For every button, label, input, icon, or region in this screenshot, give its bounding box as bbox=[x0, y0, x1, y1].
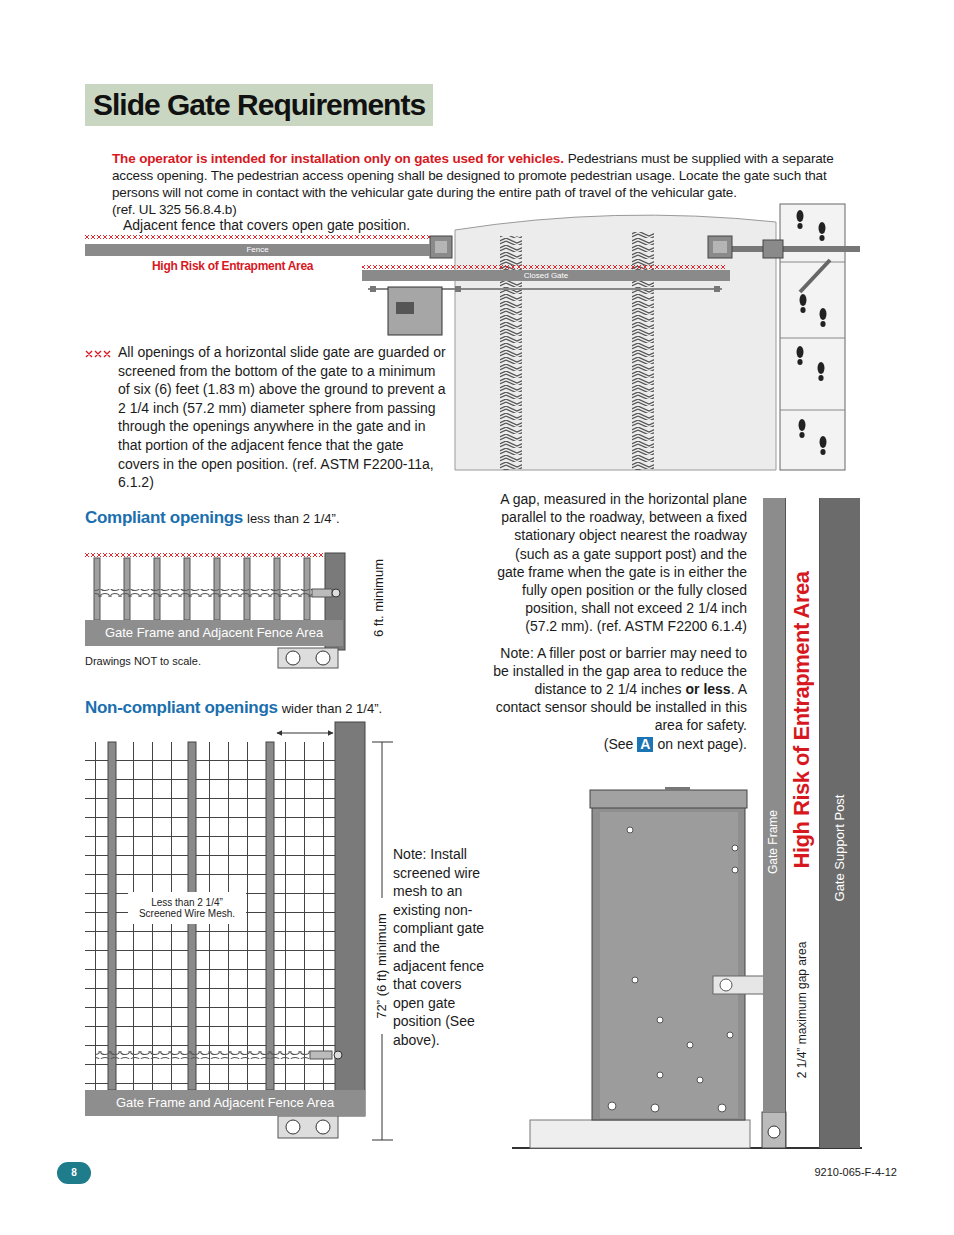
node-text: Gate Support Post bbox=[833, 795, 847, 902]
node-text: Fence bbox=[246, 245, 268, 254]
heading-text: Non-compliant openings bbox=[85, 698, 278, 717]
node-text: Gate Frame bbox=[767, 810, 780, 874]
dimension-label: 72” (6 ft) minimum bbox=[374, 909, 389, 1022]
see-text: on next page). bbox=[657, 736, 747, 752]
dimension-label: 2 1/4” maximum gap area bbox=[795, 942, 809, 1079]
reference: (ref. UL 325 56.8.4.b) bbox=[112, 201, 877, 218]
dimension-label: 6 ft. minimum bbox=[371, 559, 386, 637]
see-ref: (SeeAon next page). bbox=[490, 735, 747, 753]
note: Note: Install screened wire mesh to an e… bbox=[393, 845, 493, 1050]
node-text: Gate Frame and Adjacent Fence Area bbox=[105, 626, 323, 641]
heading-note: less than 2 1/4”. bbox=[247, 511, 340, 526]
heading-text: Compliant openings bbox=[85, 508, 243, 527]
see-text: (See bbox=[604, 736, 634, 752]
gap-text: A gap, measured in the horizontal plane … bbox=[490, 490, 747, 753]
risk-label: High Risk of Entrapment Area bbox=[152, 259, 313, 273]
title: Slide Gate Requirements bbox=[93, 88, 425, 122]
frame-band: Gate Frame and Adjacent Fence Area bbox=[85, 620, 343, 646]
gate-bar: Closed Gate bbox=[362, 270, 730, 281]
node-text: Less than 2 1/4” Screened Wire Mesh. bbox=[131, 897, 243, 920]
ref-badge: A bbox=[637, 737, 653, 752]
support-post: Gate Support Post bbox=[820, 498, 860, 1148]
mesh-label-box: Less than 2 1/4” Screened Wire Mesh. bbox=[128, 892, 246, 924]
legend-swatch bbox=[85, 349, 115, 359]
paragraph: Note: A filler post or barrier may need … bbox=[490, 644, 747, 735]
section-heading: Non-compliant openings wider than 2 1/4”. bbox=[85, 698, 382, 719]
page-number: 8 bbox=[57, 1162, 91, 1184]
document-code: 9210-065-F-4-12 bbox=[814, 1166, 897, 1179]
node-text: Closed Gate bbox=[524, 271, 568, 280]
legend-text: All openings of a horizontal slide gate … bbox=[118, 343, 446, 492]
paragraph: A gap, measured in the horizontal plane … bbox=[490, 490, 747, 636]
node-text: 8 bbox=[71, 1167, 77, 1179]
title-box: Slide Gate Requirements bbox=[85, 84, 433, 126]
warning-text: The operator is intended for installatio… bbox=[112, 151, 564, 166]
fence-bar: Fence bbox=[85, 244, 430, 256]
node-text: Gate Frame and Adjacent Fence Area bbox=[116, 1096, 334, 1111]
note: Drawings NOT to scale. bbox=[85, 655, 201, 668]
fence-label: Adjacent fence that covers open gate pos… bbox=[123, 218, 410, 233]
legend: All openings of a horizontal slide gate … bbox=[85, 343, 450, 503]
note-bold: or less bbox=[686, 681, 731, 697]
section-heading: Compliant openings less than 2 1/4”. bbox=[85, 508, 340, 529]
heading-note: wider than 2 1/4”. bbox=[282, 701, 382, 716]
gate-frame: Gate Frame bbox=[763, 498, 785, 1112]
frame-band: Gate Frame and Adjacent Fence Area bbox=[85, 1090, 365, 1116]
dimension-label: High Risk of Entrapment Area bbox=[789, 572, 815, 869]
intro-paragraph: The operator is intended for installatio… bbox=[112, 150, 877, 218]
